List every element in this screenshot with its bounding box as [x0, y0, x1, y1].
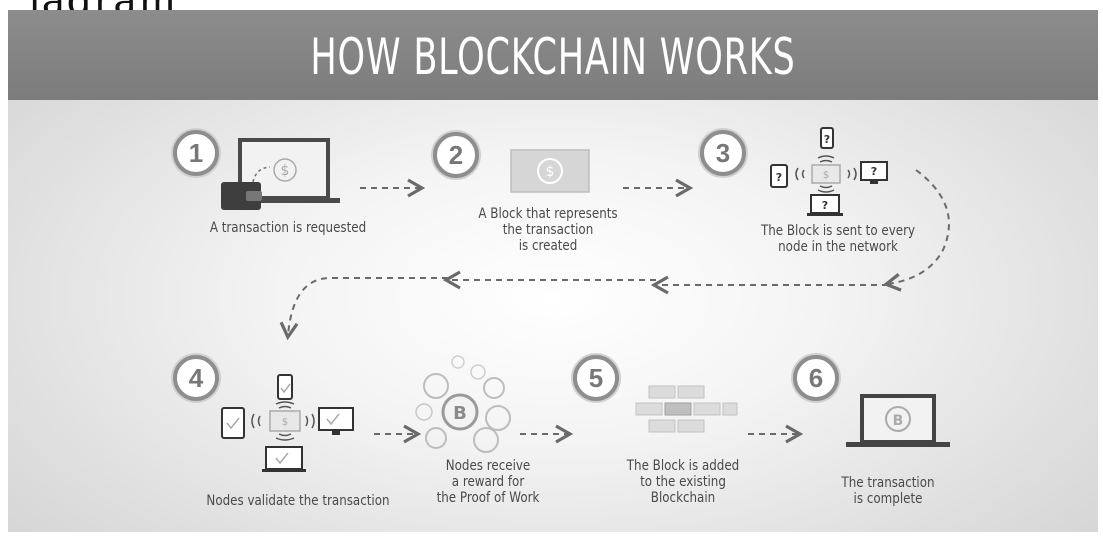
question-mark: ? — [822, 199, 828, 212]
flow-arrows — [279, 169, 950, 444]
laptop-wallet-icon: $ — [221, 138, 340, 210]
bitcoin-symbol: B — [893, 413, 904, 429]
block-banknote-icon: $ — [510, 149, 590, 193]
step-1-badge: 1 — [173, 130, 219, 176]
step-2-label: A Block that represents the transaction … — [455, 206, 642, 254]
reward-label-line: a reward for — [451, 474, 525, 490]
step-6-badge: 6 — [793, 355, 839, 401]
question-mark: ? — [824, 133, 830, 146]
arrow-return-left — [279, 277, 448, 341]
infographic-title: HOW BLOCKCHAIN WORKS — [310, 28, 796, 86]
validation-network-icon: $ — [221, 374, 354, 472]
diagram-graphics: $ $ ? ? ? ? $ — [221, 127, 950, 472]
step-4-badge: 4 — [173, 355, 219, 401]
step-3-label: The Block is sent to every node in the n… — [745, 223, 932, 255]
question-mark: ? — [871, 165, 877, 178]
dollar-symbol: $ — [281, 163, 290, 179]
coins-reward-icon: B — [415, 355, 511, 453]
step-5-label: The Block is added to the existing Block… — [607, 458, 760, 506]
step-5-label-line: to the existing — [640, 474, 726, 490]
step-3-label-line: node in the network — [778, 239, 898, 255]
reward-label-line: Nodes receive — [445, 458, 531, 474]
step-4-label: Nodes validate the transaction — [206, 493, 390, 509]
step-6-label: The transaction is complete — [812, 475, 965, 507]
step-5-badge: 5 — [573, 355, 619, 401]
question-mark: ? — [776, 171, 782, 184]
reward-label: Nodes receive a reward for the Proof of … — [412, 458, 565, 506]
step-6-label-line: is complete — [853, 491, 923, 507]
reward-label-line: the Proof of Work — [436, 490, 540, 506]
title-banner: HOW BLOCKCHAIN WORKS — [8, 10, 1098, 100]
step-2-label-line: A Block that represents — [478, 206, 618, 222]
step-1-label: A transaction is requested — [209, 220, 367, 236]
step-2-label-line: is created — [518, 238, 578, 254]
step-3-label-line: The Block is sent to every — [760, 223, 916, 239]
step-5-label-line: The Block is added — [626, 458, 740, 474]
laptop-bitcoin-icon: B — [846, 394, 950, 447]
step-6-label-line: The transaction — [841, 475, 935, 491]
arrow-3-curve-down — [882, 169, 950, 292]
step-5-label-line: Blockchain — [650, 490, 716, 506]
bitcoin-symbol: B — [453, 403, 467, 424]
dollar-symbol: $ — [282, 417, 288, 428]
network-broadcast-icon: ? ? ? ? $ — [770, 127, 888, 216]
infographic-panel: HOW BLOCKCHAIN WORKS 1 2 3 4 5 6 A trans… — [8, 10, 1098, 532]
step-2-label-line: the transaction — [502, 222, 594, 238]
step-3-badge: 3 — [700, 130, 746, 176]
step-2-badge: 2 — [433, 132, 479, 178]
dollar-symbol: $ — [546, 164, 555, 180]
blockchain-blocks-icon — [635, 385, 738, 433]
dollar-symbol: $ — [823, 170, 829, 181]
